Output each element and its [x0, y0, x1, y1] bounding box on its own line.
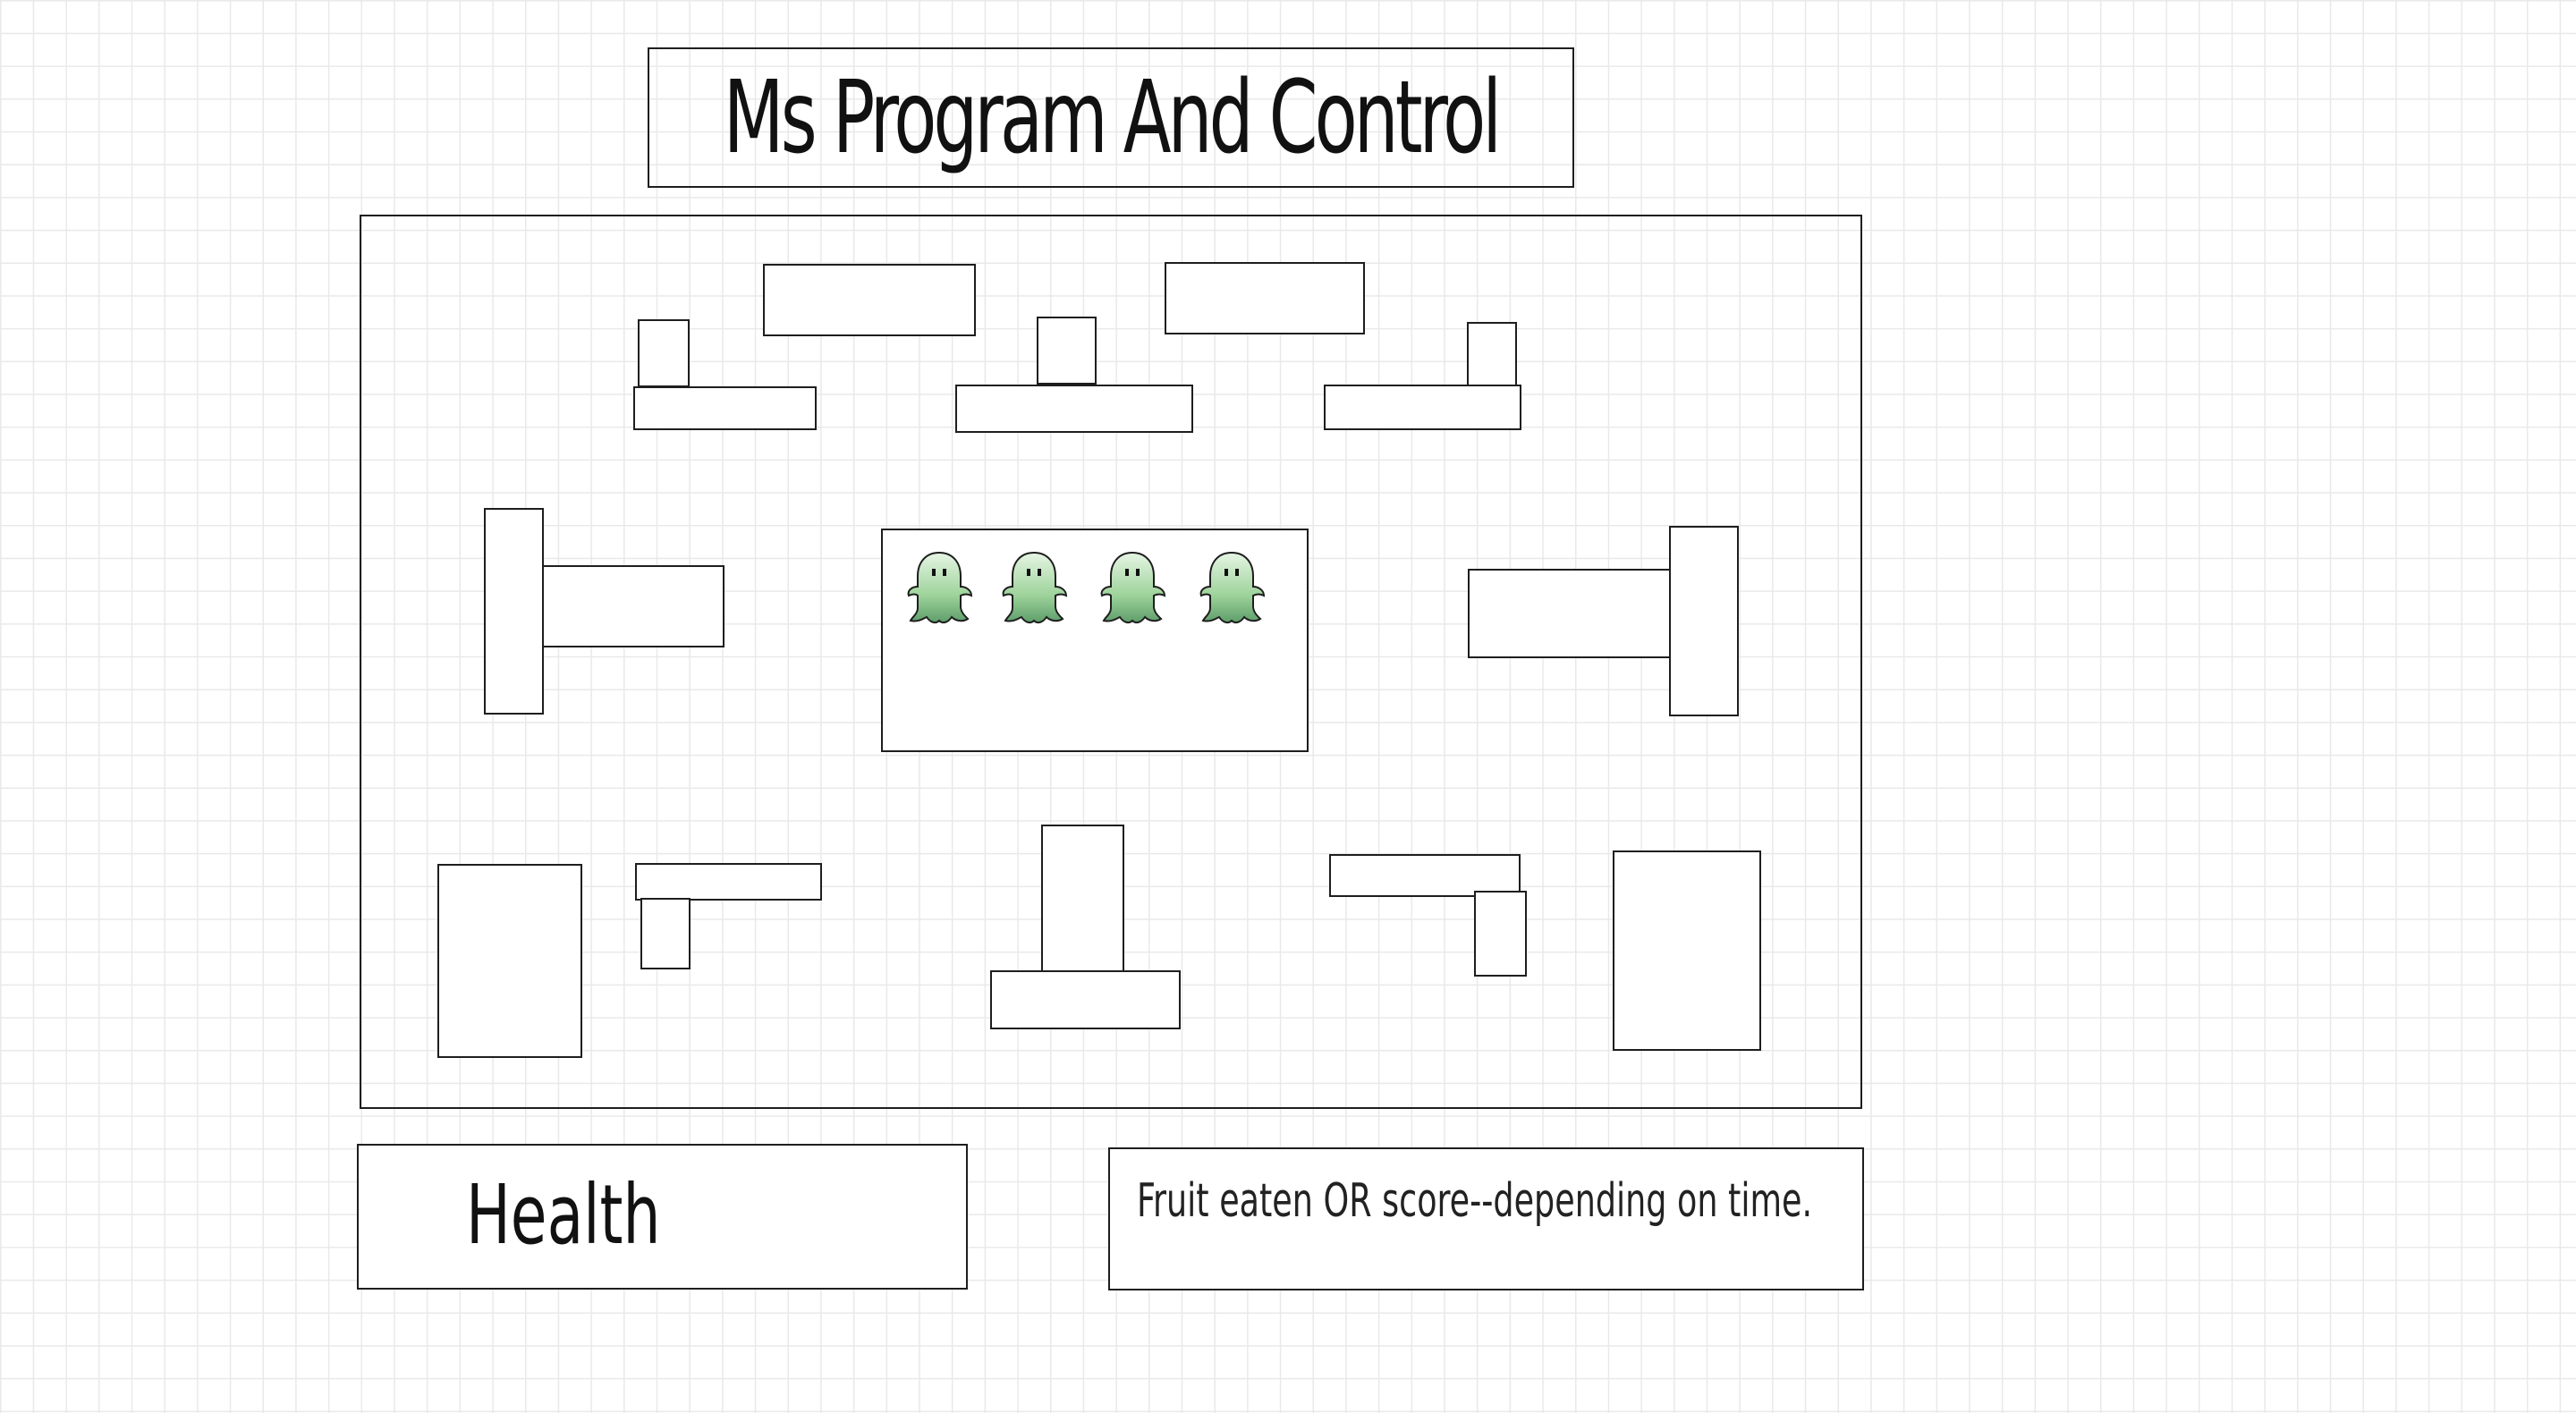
maze-wall	[1613, 850, 1761, 1051]
score-panel: Fruit eaten OR score--depending on time.	[1108, 1147, 1864, 1290]
score-label: Fruit eaten OR score--depending on time.	[1137, 1174, 1813, 1228]
maze-wall	[955, 385, 1193, 433]
ghost-icon	[1002, 551, 1068, 624]
title-box: Ms Program And Control	[648, 47, 1574, 188]
maze-wall	[1037, 317, 1097, 385]
maze-wall	[1165, 262, 1365, 334]
page-title: Ms Program And Control	[723, 59, 1502, 176]
maze-wall	[763, 264, 976, 336]
maze-wall	[1669, 526, 1739, 716]
game-board	[360, 215, 1862, 1109]
maze-wall	[542, 565, 724, 647]
health-panel: Health	[357, 1144, 968, 1290]
maze-wall	[990, 970, 1181, 1029]
maze-wall	[1468, 569, 1673, 658]
maze-wall	[1041, 825, 1124, 975]
maze-wall	[1467, 322, 1517, 386]
ghost-icon	[907, 551, 973, 624]
maze-wall	[1474, 891, 1527, 977]
maze-wall	[1329, 854, 1521, 897]
maze-wall	[1324, 385, 1521, 430]
health-label: Health	[466, 1167, 661, 1263]
maze-wall	[635, 863, 822, 901]
maze-wall	[638, 319, 690, 387]
maze-wall	[640, 898, 691, 969]
ghost-icon	[1100, 551, 1166, 624]
maze-wall	[484, 508, 544, 715]
maze-wall	[437, 864, 582, 1058]
maze-wall	[633, 386, 817, 430]
ghost-icon	[1199, 551, 1266, 624]
